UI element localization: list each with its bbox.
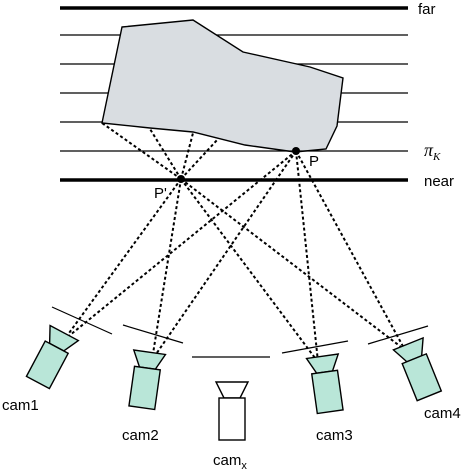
scene-object — [101, 19, 344, 153]
object-ray — [149, 128, 182, 180]
camera-ray — [295, 150, 406, 351]
camera-ray — [295, 150, 319, 363]
camera-ray — [151, 150, 297, 361]
camx-label: camx — [213, 452, 247, 472]
camera-icon-cam4 — [392, 336, 443, 402]
point-p-label: P — [309, 153, 319, 170]
point-p-prime-label: P' — [154, 185, 167, 202]
camera-icon-cam3 — [305, 353, 344, 415]
camera-ray — [180, 178, 406, 351]
camera-icon-cam2 — [128, 349, 167, 411]
camera-ray — [180, 178, 319, 363]
cam2-label: cam2 — [122, 427, 159, 444]
cam3-label: cam3 — [316, 427, 353, 444]
image-plane-cam1 — [51, 306, 113, 335]
plane-pi-k-label: πK — [424, 140, 441, 163]
cam4-label: cam4 — [424, 405, 461, 422]
object-ray — [180, 132, 194, 180]
point-p — [292, 147, 300, 155]
camera-icon-cam1 — [25, 324, 80, 390]
camera-ray — [63, 178, 182, 341]
camera-ray — [151, 178, 182, 361]
image-plane-cam4 — [367, 325, 429, 345]
camera-icon-camx — [214, 381, 250, 441]
cam1-label: cam1 — [2, 397, 39, 414]
object-ray — [180, 138, 219, 180]
image-plane-cam3 — [281, 340, 349, 354]
camera-ray — [63, 150, 297, 341]
near-label: near — [424, 173, 454, 190]
image-plane-cam2 — [122, 324, 184, 344]
point-p-prime — [177, 175, 185, 183]
far-label: far — [418, 1, 436, 18]
